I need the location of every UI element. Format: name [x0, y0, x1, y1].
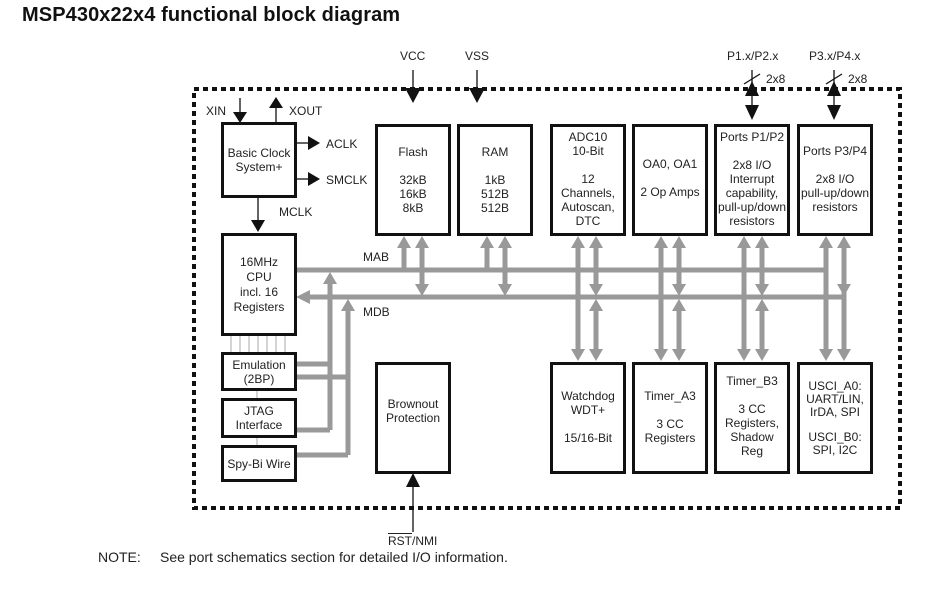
block-text: JTAG	[244, 404, 274, 418]
mab-label: MAB	[363, 250, 390, 264]
block-title: Flash	[398, 145, 428, 159]
basic-clock-system-block: Basic Clock System+	[221, 122, 297, 198]
block-text: Channels,	[560, 186, 616, 200]
block-text: Autoscan,	[561, 200, 615, 214]
timer-b3-block: Timer_B3 3 CC Registers, Shadow Reg	[714, 362, 790, 474]
jtag-interface-block: JTAG Interface	[221, 398, 297, 438]
block-text: 32kB	[399, 173, 427, 187]
flash-memory-block: Flash 32kB 16kB 8kB	[375, 124, 451, 236]
block-text: Protection	[385, 411, 441, 425]
emulation-block: Emulation (2BP)	[221, 352, 297, 391]
p3p4-pin-label: P3.x/P4.x	[809, 49, 861, 63]
block-text: incl. 16	[239, 284, 279, 299]
note-text: See port schematics section for detailed…	[160, 549, 508, 565]
block-text: IrDA, SPI	[809, 405, 860, 419]
block-text: USCI_A0:	[808, 379, 862, 393]
block-text: System+	[235, 160, 283, 174]
block-text: pull-up/down	[800, 186, 870, 200]
block-title: WDT+	[570, 403, 606, 417]
block-text: resistors	[729, 214, 775, 228]
block-text: 3 CC	[656, 417, 684, 431]
block-text: Brownout	[387, 397, 439, 411]
block-text: capability,	[725, 186, 779, 200]
p3p4-bus-width: 2x8	[848, 72, 868, 86]
block-text: Interrupt	[729, 172, 775, 186]
device-boundary	[192, 87, 902, 510]
watchdog-block: Watchdog WDT+ 15/16-Bit	[550, 362, 626, 474]
block-title: RAM	[481, 145, 509, 159]
p1p2-pin-label: P1.x/P2.x	[727, 49, 779, 63]
block-text: 15/16-Bit	[563, 431, 613, 445]
cpu-debug-links	[230, 335, 286, 446]
rst-label: RST	[388, 534, 412, 548]
xin-label: XIN	[206, 104, 227, 118]
block-text: pull-up/down	[717, 200, 787, 214]
block-text: 512B	[480, 187, 510, 201]
vcc-pin-label: VCC	[400, 49, 426, 63]
block-text: Interface	[235, 418, 283, 432]
nmi-label: /NMI	[412, 534, 438, 548]
block-text: SPI, I2C	[812, 443, 858, 457]
op-amp-block: OA0, OA1 2 Op Amps	[632, 124, 708, 236]
block-title: Timer_B3	[726, 374, 778, 388]
block-text: Registers	[233, 299, 285, 314]
block-text: 2 Op Amps	[640, 185, 700, 199]
block-text: 16MHz	[239, 254, 278, 269]
block-text: Basic Clock	[227, 146, 291, 160]
block-text: Registers,	[724, 416, 780, 430]
ports-p1-p2-block: Ports P1/P2 2x8 I/O Interrupt capability…	[714, 124, 790, 236]
block-text: 16kB	[399, 187, 427, 201]
block-text: DTC	[575, 214, 601, 228]
block-text: Emulation	[232, 357, 286, 372]
block-title: Ports P1/P2	[719, 130, 785, 144]
block-text: 2x8 I/O	[815, 172, 855, 186]
block-title: 10-Bit	[572, 144, 604, 158]
smclk-label: SMCLK	[326, 173, 368, 187]
xout-label: XOUT	[289, 104, 323, 118]
diagram-title: MSP430x22x4 functional block diagram	[22, 4, 401, 26]
block-text: Registers	[644, 431, 696, 445]
block-text: Spy-Bi Wire	[227, 456, 291, 471]
mdb-label: MDB	[363, 305, 390, 319]
bus-lines	[288, 244, 847, 458]
adc10-block: ADC10 10-Bit 12 Channels, Autoscan, DTC	[550, 124, 626, 236]
cpu-block: 16MHz CPU incl. 16 Registers	[221, 233, 297, 336]
block-text: 3 CC	[738, 402, 766, 416]
spy-bi-wire-block: Spy-Bi Wire	[221, 445, 297, 482]
brownout-protection-block: Brownout Protection	[375, 362, 451, 474]
block-text: 512B	[480, 201, 510, 215]
signal-lines	[233, 70, 843, 532]
rst-nmi-label: RST/NMI	[388, 534, 437, 548]
p1p2-bus-width: 2x8	[766, 72, 786, 86]
note-prefix: NOTE:	[98, 549, 141, 565]
vss-pin-label: VSS	[465, 49, 490, 63]
block-text: CPU	[246, 269, 272, 284]
block-text: 2x8 I/O	[732, 158, 772, 172]
block-title: OA0, OA1	[642, 157, 698, 171]
usci-block: USCI_A0: UART/LIN, IrDA, SPI USCI_B0: SP…	[797, 362, 873, 474]
block-title: Watchdog	[561, 389, 615, 403]
block-text: Shadow	[730, 430, 774, 444]
block-text: UART/LIN,	[806, 392, 864, 406]
block-text: Reg	[740, 444, 763, 458]
block-text: 12	[581, 172, 595, 186]
mclk-label: MCLK	[279, 205, 313, 219]
footnote: NOTE: See port schematics section for det…	[98, 549, 508, 565]
aclk-label: ACLK	[326, 137, 358, 151]
block-title: ADC10	[568, 130, 608, 144]
block-text: 8kB	[402, 201, 424, 215]
block-title: Ports P3/P4	[802, 144, 868, 158]
block-text: resistors	[812, 200, 858, 214]
block-text: (2BP)	[243, 371, 275, 386]
block-title: Timer_A3	[644, 389, 696, 403]
timer-a3-block: Timer_A3 3 CC Registers	[632, 362, 708, 474]
block-text: USCI_B0:	[808, 430, 862, 444]
ports-p3-p4-block: Ports P3/P4 2x8 I/O pull-up/down resisto…	[797, 124, 873, 236]
ram-block: RAM 1kB 512B 512B	[457, 124, 533, 236]
block-text: 1kB	[484, 173, 506, 187]
